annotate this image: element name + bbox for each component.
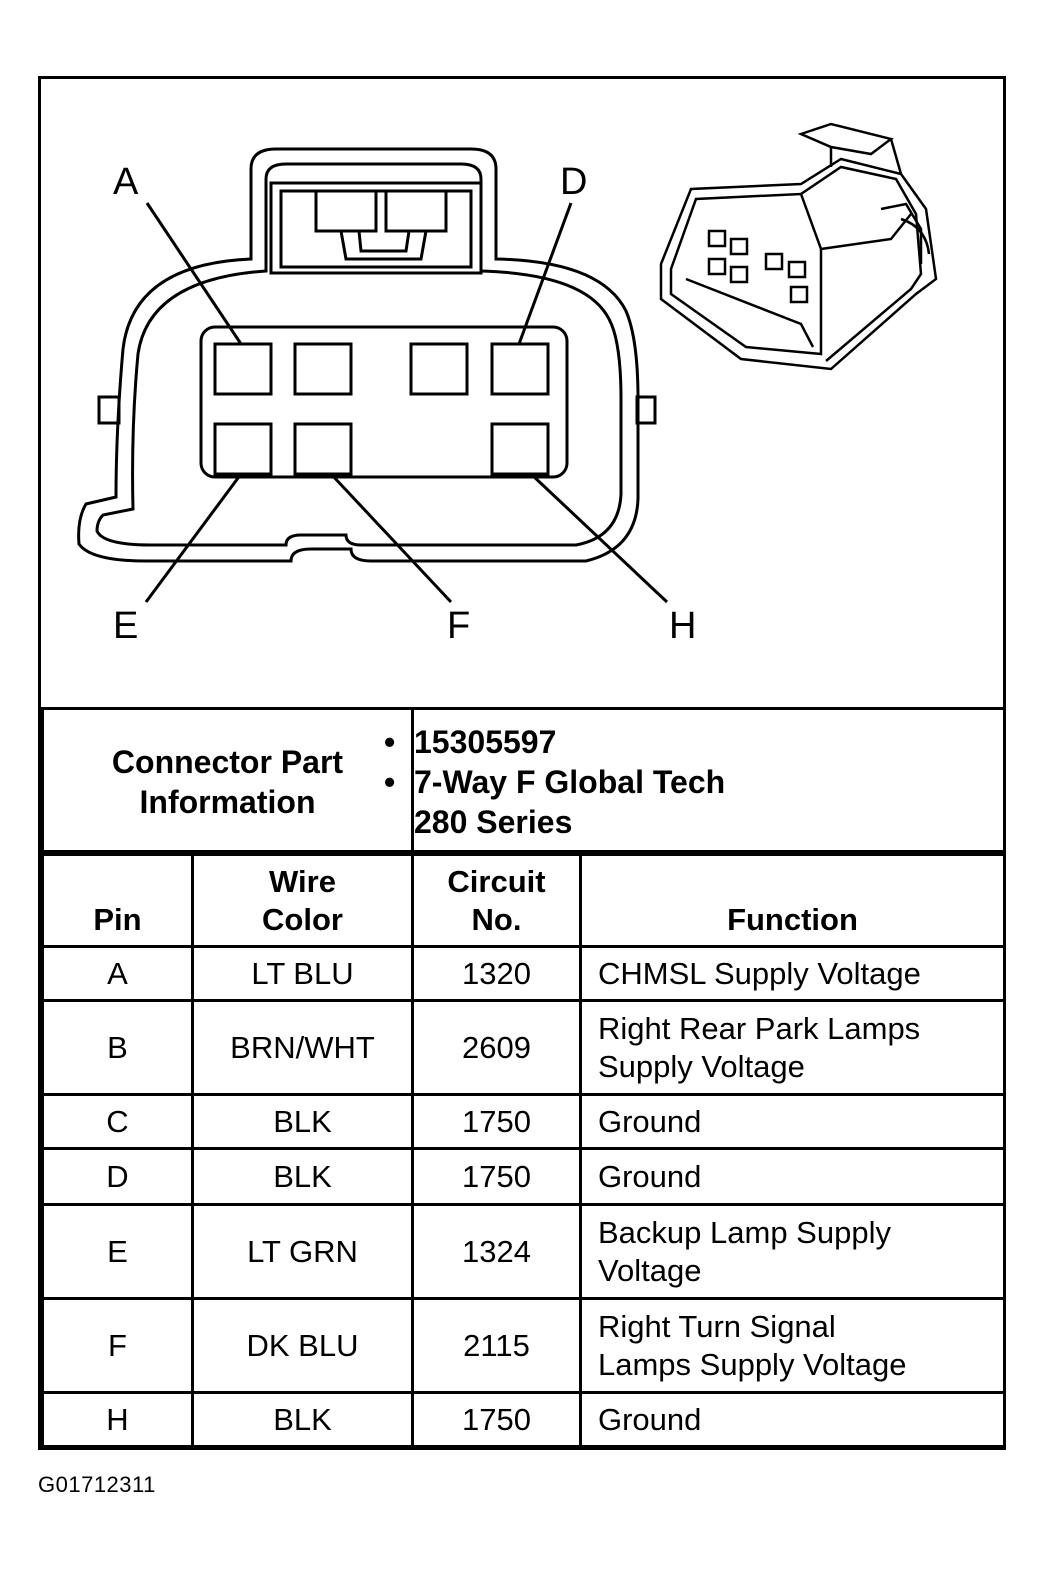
table-row: C BLK 1750 Ground [41,1093,1006,1150]
diagram-frame: A D E F H Connector Part Information •15… [38,76,1006,1450]
connector-diagram [77,122,938,604]
pin-label-f: F [447,605,471,647]
cavity-b [293,342,353,396]
connector-series: 280 Series [414,803,573,840]
cavity-area [199,325,569,479]
latch-housing [269,181,483,275]
cavity-d [490,342,550,396]
connector-info-values: •15305597 •7-Way F Global Tech 280 Serie… [384,707,1006,856]
connector-outer-body [77,147,640,563]
cavity-h [490,422,550,476]
left-ear [97,395,121,425]
cavity-a [213,342,273,396]
figure-code: G01712311 [38,1472,156,1497]
connector-info-label: Connector Part Information [41,707,414,856]
pin-label-a: A [113,161,139,203]
connector-inner-body [95,162,623,547]
cavity-c [409,342,469,396]
table-row: D BLK 1750 Ground [41,1147,1006,1206]
header-function: Function [579,850,1006,948]
connector-type: •7-Way F Global Tech [384,763,726,800]
cavity-e [213,422,273,476]
table-row: H BLK 1750 Ground [41,1391,1006,1448]
leader-e [144,473,243,603]
leader-d [517,202,573,345]
pin-label-e: E [113,605,139,647]
pin-label-d: D [560,161,588,203]
pin-label-h: H [669,605,697,647]
header-pin: Pin [41,850,194,948]
connector-isometric [659,122,938,371]
connector-info-table: Connector Part Information •15305597 •7-… [41,707,1006,856]
leader-f [329,472,453,604]
right-ear [635,395,657,425]
leader-a [145,202,243,345]
cavity-f [293,422,353,476]
part-number: •15305597 [384,723,557,760]
table-row: A LT BLU 1320 CHMSL Supply Voltage [41,945,1006,1002]
leader-h [529,472,669,604]
